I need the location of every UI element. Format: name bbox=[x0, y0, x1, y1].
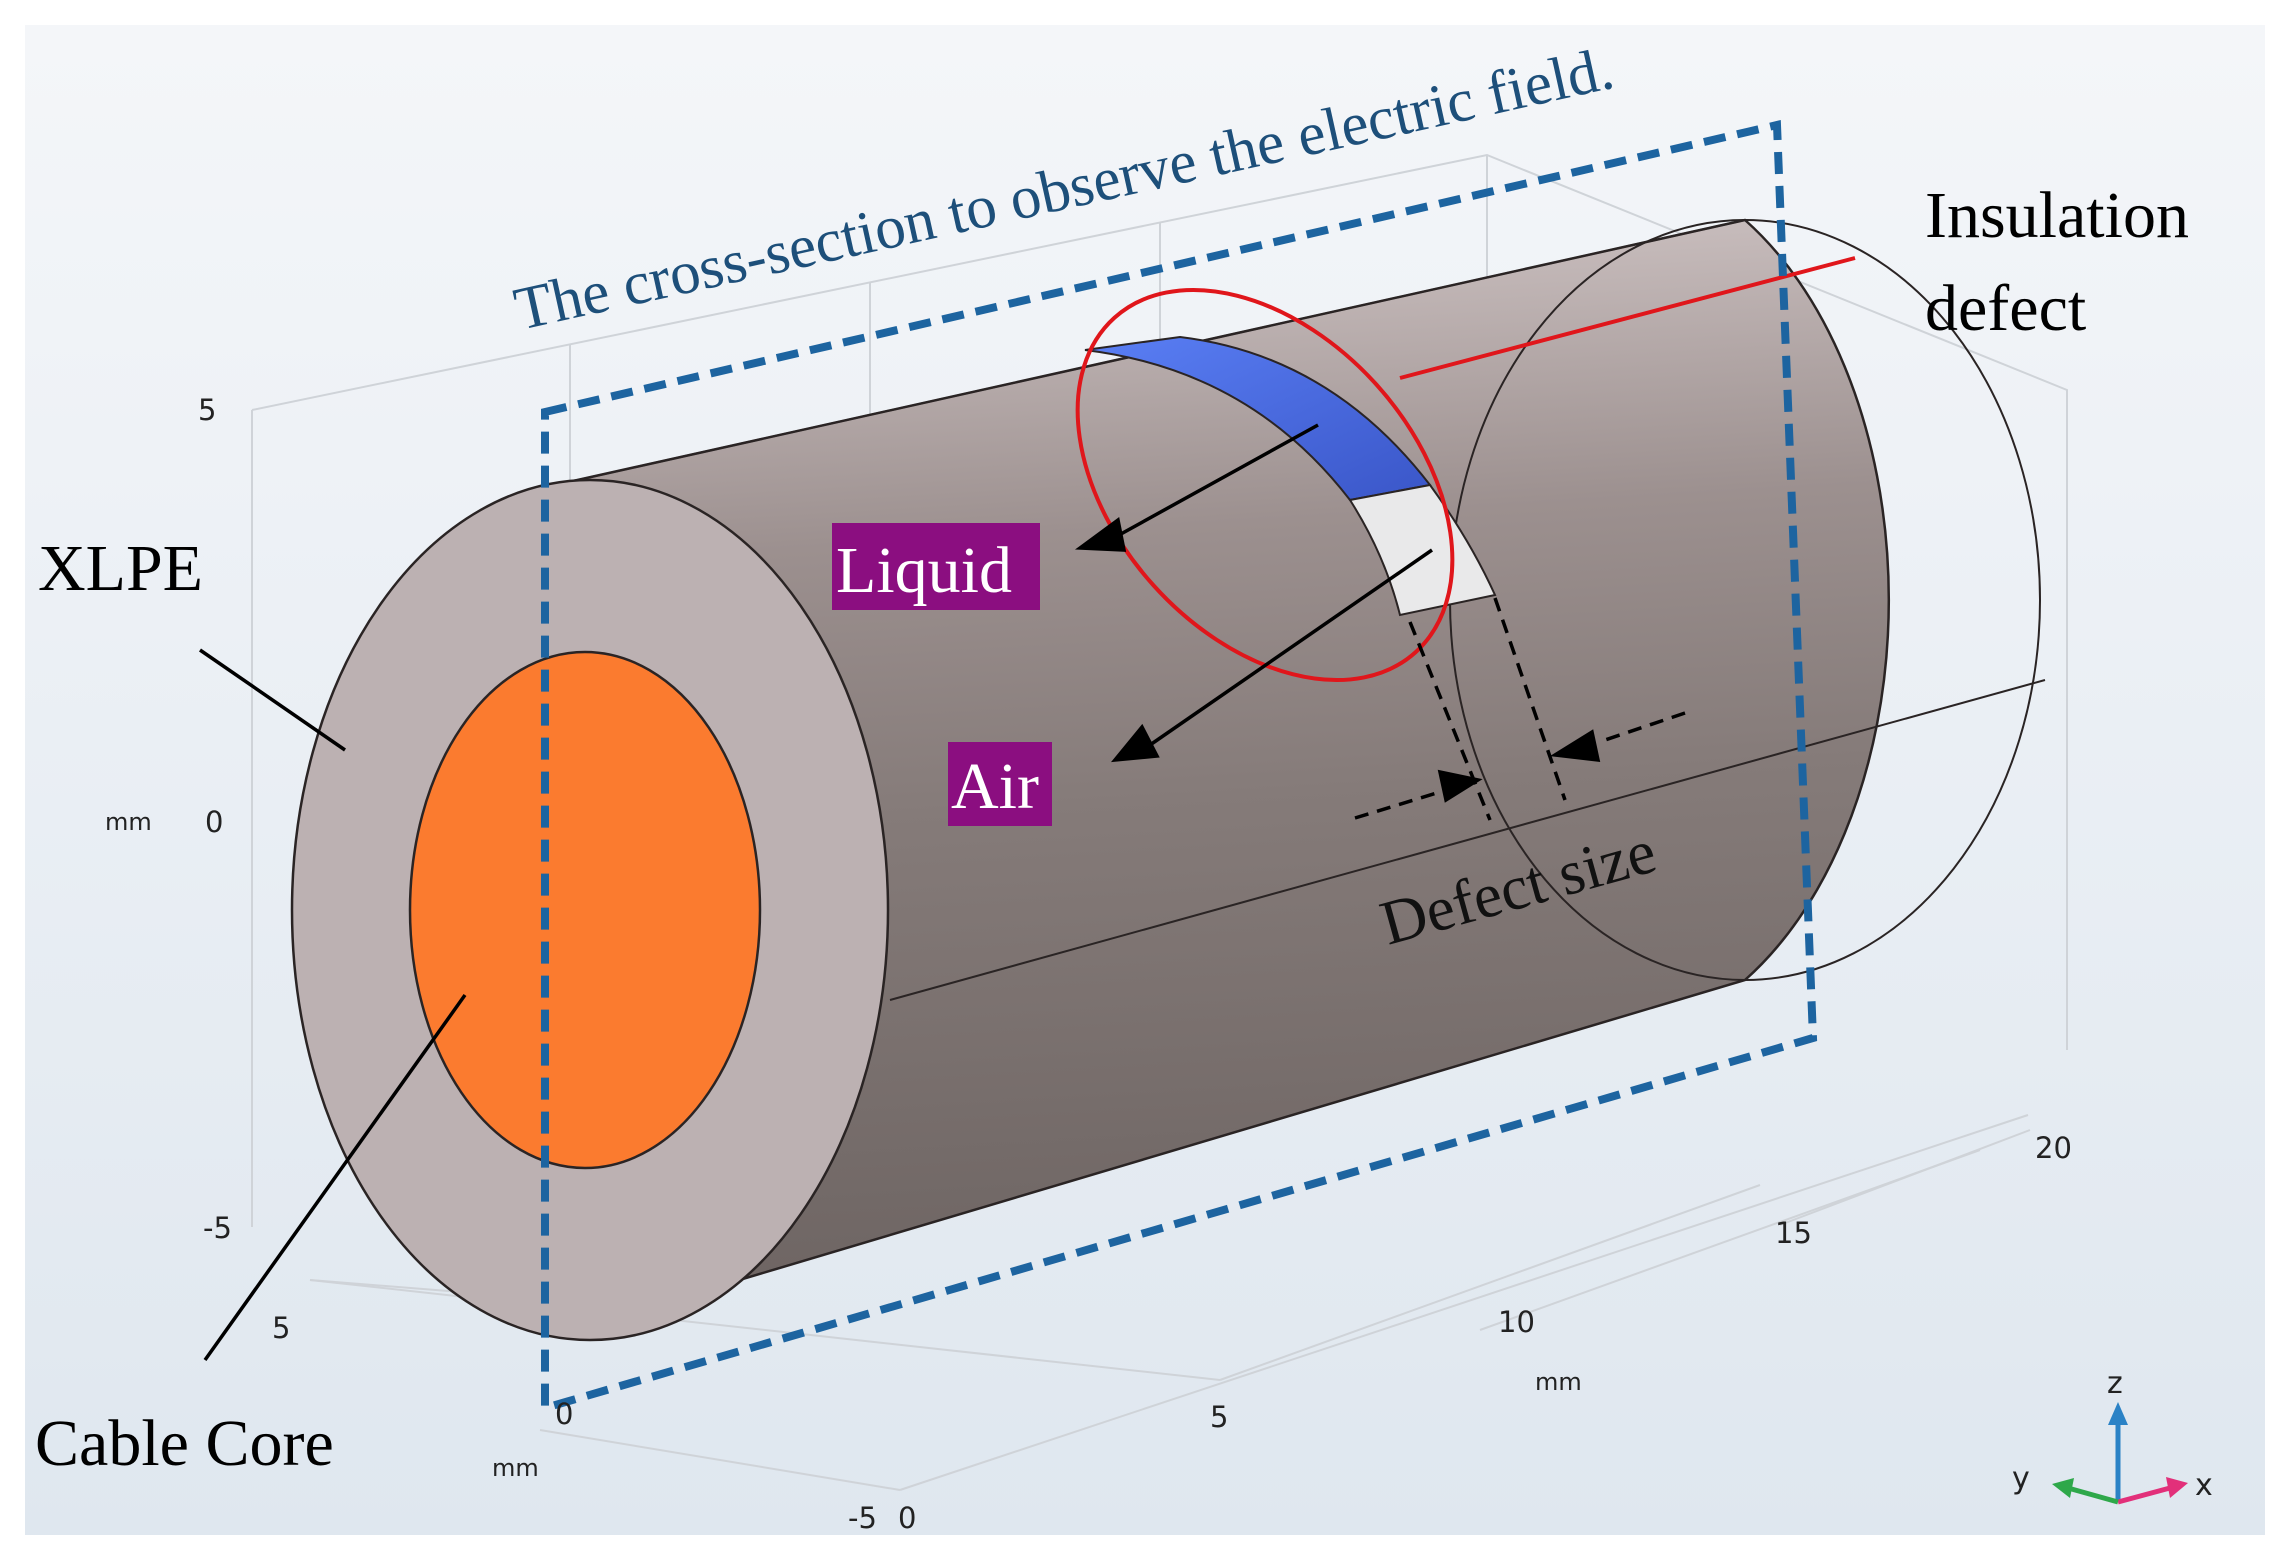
defect-highlight-ellipse bbox=[1075, 287, 1455, 683]
triad-z-label: z bbox=[2107, 1366, 2123, 1401]
axis-grid bbox=[251, 153, 2068, 1491]
orientation-triad: z y x bbox=[2012, 1366, 2213, 1505]
xlpe-label: XLPE bbox=[38, 532, 203, 605]
y-tick-5: 5 bbox=[272, 1311, 290, 1345]
x-tick-5: 5 bbox=[1210, 1400, 1228, 1434]
cross-section-outline bbox=[541, 120, 1818, 1414]
z-tick-neg5: -5 bbox=[203, 1211, 232, 1245]
liquid-label: Liquid bbox=[836, 534, 1012, 607]
x-tick-0: 0 bbox=[898, 1501, 916, 1535]
z-tick-5: 5 bbox=[198, 393, 216, 427]
air-defect-region bbox=[1348, 483, 1497, 617]
triad-y-label: y bbox=[2012, 1461, 2030, 1496]
insulation-defect-line-1: Insulation bbox=[1925, 179, 2189, 252]
label-arrows bbox=[1074, 423, 1433, 763]
z-tick-0: 0 bbox=[205, 805, 223, 839]
liquid-label-box bbox=[832, 523, 1040, 610]
cable-core-face bbox=[408, 650, 762, 1170]
core-leader-line bbox=[203, 993, 467, 1362]
air-label: Air bbox=[951, 750, 1039, 823]
insulation-defect-label: Insulation defect bbox=[1925, 179, 2205, 345]
cable-core-label: Cable Core bbox=[35, 1407, 334, 1480]
y-unit: mm bbox=[492, 1454, 539, 1482]
air-label-box bbox=[948, 742, 1052, 826]
insulation-defect-line-2: defect bbox=[1925, 272, 2086, 345]
x-tick-15: 15 bbox=[1775, 1216, 1812, 1250]
x-tick-20: 20 bbox=[2035, 1131, 2072, 1165]
defect-size-dimension bbox=[1354, 597, 1686, 821]
y-tick-0: 0 bbox=[555, 1397, 573, 1431]
z-unit: mm bbox=[105, 808, 152, 836]
xlpe-leader-line bbox=[199, 648, 346, 752]
triad-x-label: x bbox=[2195, 1468, 2213, 1503]
y-tick-neg5: -5 bbox=[848, 1501, 877, 1535]
defect-leader-line bbox=[1399, 256, 1856, 380]
x-unit: mm bbox=[1535, 1368, 1582, 1396]
x-tick-10: 10 bbox=[1498, 1305, 1535, 1339]
